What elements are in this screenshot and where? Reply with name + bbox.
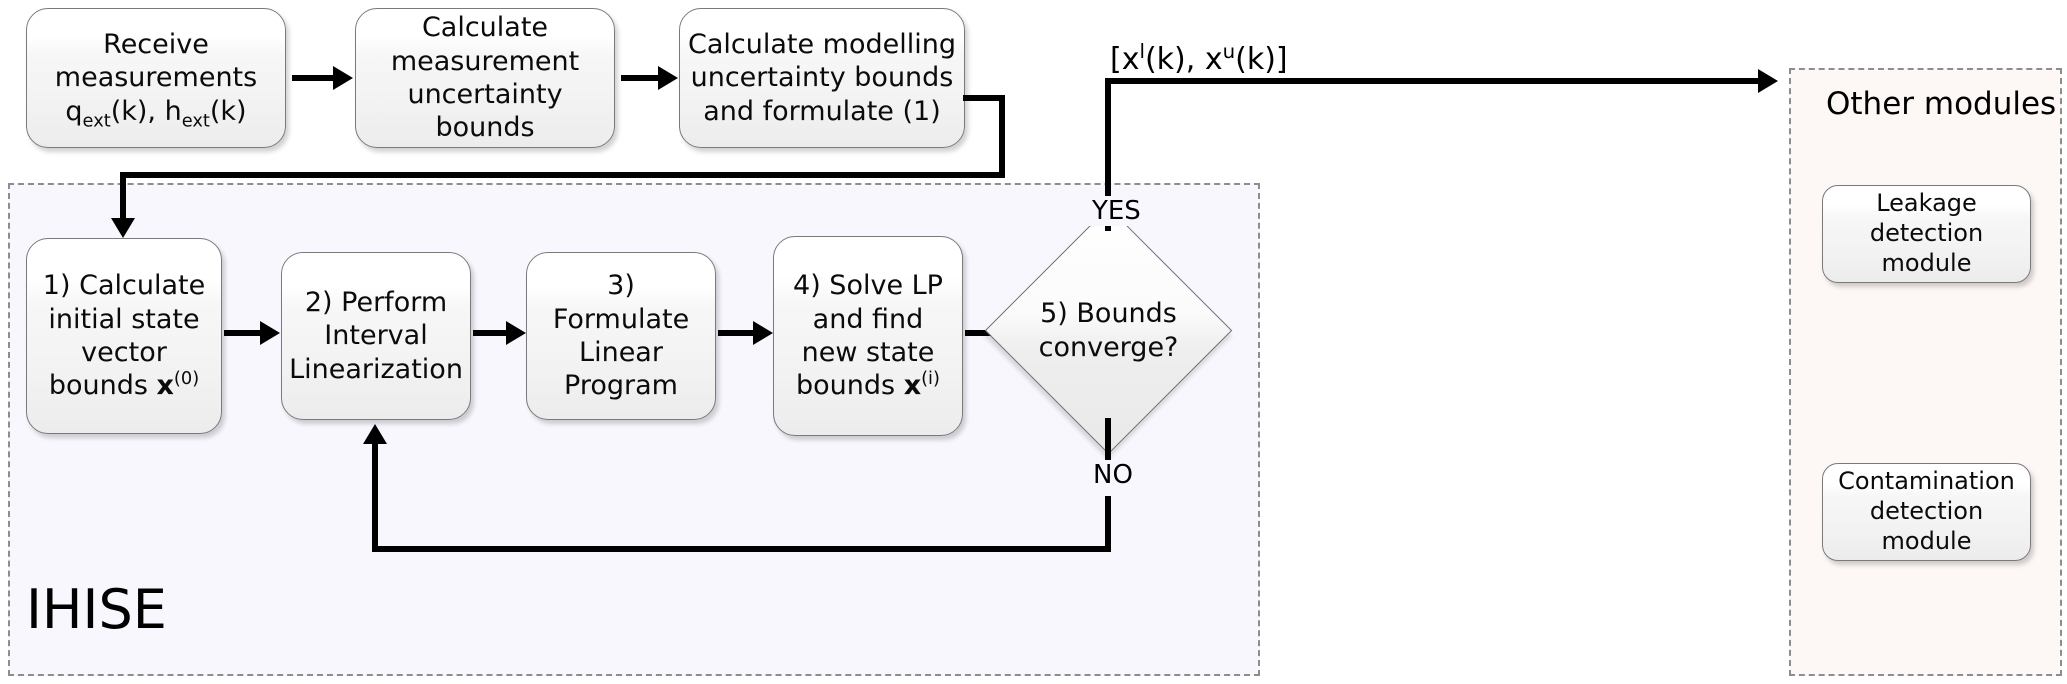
other-modules-group-container [1789,68,2062,676]
sub-ext-2: ext [181,110,210,132]
connector-top-1-to-2 [292,75,334,81]
line-1: 3) Formulate [552,270,690,335]
process-box-step-3[interactable]: 3) Formulate Linear Program [526,252,716,420]
line-1: Leakage detection [1869,189,1984,248]
arrowhead-step1-to-step2 [260,321,280,345]
connector-yes-horizontal [1105,78,1759,84]
state-vector-symbol: x [903,370,922,402]
line-2: and find [812,303,924,335]
superscript-iteration: (i) [921,368,940,390]
process-box-calculate-measurement-uncertainty[interactable]: Calculate measurement uncertainty bounds [355,8,615,148]
line-2: measurements [54,62,258,94]
line-3: qext(k), hext(k) [65,95,247,132]
process-box-step-2[interactable]: 2) Perform Interval Linearization [281,252,471,420]
line-4: bounds x(0) [48,368,200,402]
line-3: Program [564,370,678,402]
line-2: uncertainty bounds [690,62,954,94]
sub-ext-1: ext [82,110,111,132]
connector-no-vertical-down [1105,418,1111,466]
line-1: 2) Perform [304,286,448,318]
connector-no-vertical-up [372,444,378,550]
decision-diamond-bounds-converge[interactable]: 5) Bounds converge? [984,206,1233,455]
line-1: 4) Solve LP [793,270,943,302]
connector-step2-to-step3 [473,330,510,336]
contamination-detection-text: Contamination detection module [1823,467,2030,556]
line-3: Linearization [289,353,463,385]
arrowhead-no-into-step2 [363,424,387,444]
arrowhead-top-1-to-2 [333,66,353,90]
line-3: and formulate (1) [703,95,941,127]
calculate-modelling-uncertainty-text: Calculate modelling uncertainty bounds a… [680,28,964,128]
state-vector-symbol: x [156,370,174,402]
connector-top3-down-segment [999,95,1005,178]
module-box-leakage-detection[interactable]: Leakage detection module [1822,185,2031,283]
connector-top3-right-segment [963,95,1005,101]
connector-no-vertical-down-2 [1105,496,1111,552]
line-3: uncertainty bounds [407,79,563,144]
step-1-text: 1) Calculate initial state vector bounds… [35,269,213,403]
line-2: measurement [390,45,580,77]
arrowhead-step3-to-step4 [753,321,773,345]
line-3: new state [801,337,935,368]
arrowhead-step2-to-step3 [506,321,526,345]
branch-label-yes: YES [1089,196,1144,226]
decision-label: 5) Bounds converge? [1021,243,1196,418]
calculate-measurement-uncertainty-text: Calculate measurement uncertainty bounds [356,11,614,145]
connector-step4-to-decision [965,330,1003,336]
connector-step3-to-step4 [718,330,757,336]
arrowhead-yes-to-other-modules [1758,69,1778,93]
superscript-iteration: (0) [173,368,200,390]
branch-label-no: NO [1090,460,1136,490]
process-box-step-1[interactable]: 1) Calculate initial state vector bounds… [26,238,222,434]
leakage-detection-text: Leakage detection module [1823,189,2030,278]
superscript-lower: l [1139,40,1145,63]
line-2: Linear [579,337,663,368]
line-2: module [1881,248,1972,277]
line-1: Calculate modelling [688,28,957,60]
connector-step1-to-step2 [224,330,264,336]
line-1: Calculate [421,12,549,44]
process-box-step-4[interactable]: 4) Solve LP and find new state bounds x(… [773,236,963,436]
connector-no-horizontal [372,546,1111,552]
other-modules-title: Other modules [1826,86,2057,122]
ihise-group-title: IHISE [26,578,167,641]
receive-measurements-text: Receive measurements qext(k), hext(k) [47,28,265,132]
arrowhead-top-2-to-3 [658,66,678,90]
process-box-calculate-modelling-uncertainty[interactable]: Calculate modelling uncertainty bounds a… [679,8,965,148]
step-3-text: 3) Formulate Linear Program [527,269,715,403]
line-1: 5) Bounds [1040,297,1177,329]
line-1: 1) Calculate [42,270,206,302]
connector-yes-vertical [1105,78,1111,231]
connector-top-2-to-3 [621,75,661,81]
connector-into-step1-vertical [120,172,126,224]
line-4: bounds x(i) [796,368,940,402]
line-2: Interval [324,320,428,352]
line-2: detection module [1869,497,1984,555]
connector-top3-left-segment [120,172,1005,178]
step-4-text: 4) Solve LP and find new state bounds x(… [785,269,951,403]
line-1: Contamination [1838,467,2015,496]
arrowhead-into-step1 [111,218,135,238]
line-2: initial state [48,303,200,335]
superscript-upper: u [1222,40,1236,63]
line-1: Receive [103,28,209,60]
output-interval-label: [xl(k), xu(k)] [1110,40,1288,77]
line-3: vector [81,337,167,368]
module-box-contamination-detection[interactable]: Contamination detection module [1822,463,2031,561]
line-2: converge? [1038,331,1179,363]
step-2-text: 2) Perform Interval Linearization [281,286,471,386]
process-box-receive-measurements[interactable]: Receive measurements qext(k), hext(k) [26,8,286,148]
